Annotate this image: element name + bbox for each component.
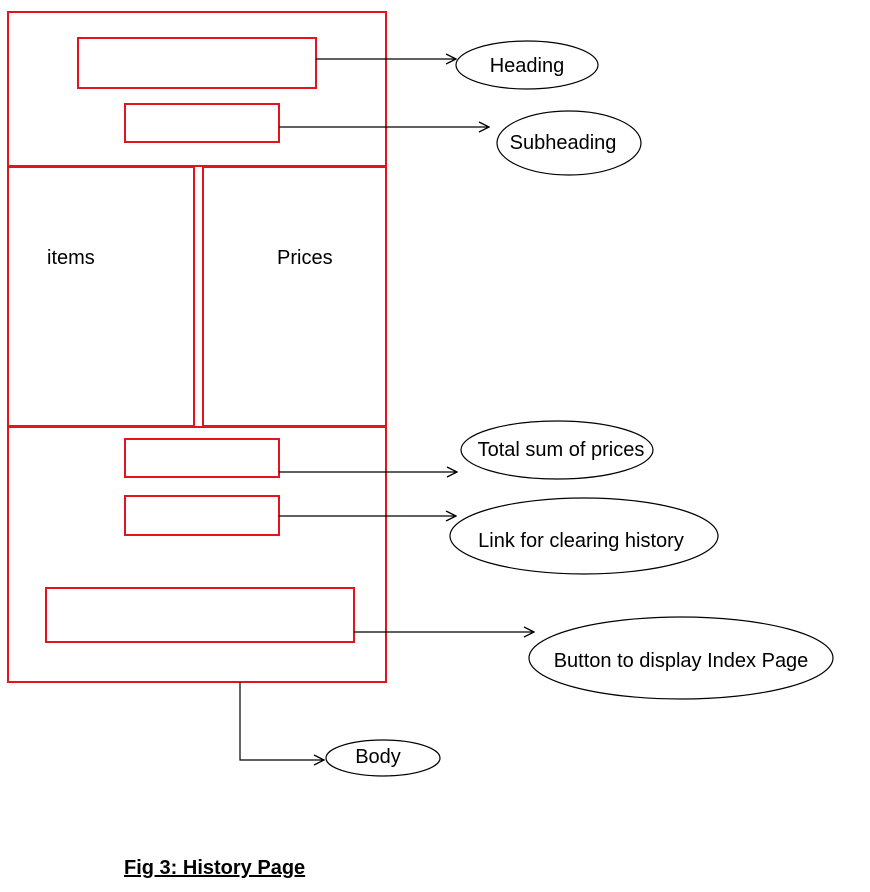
index-button-callout-label: Button to display Index Page bbox=[554, 650, 809, 672]
total-sum-callout-label: Total sum of prices bbox=[478, 439, 645, 461]
body-callout-label: Body bbox=[355, 746, 401, 768]
heading-box bbox=[77, 37, 317, 89]
heading-callout-label: Heading bbox=[490, 55, 565, 77]
index-button-box bbox=[45, 587, 355, 643]
total-sum-box bbox=[124, 438, 280, 478]
subheading-callout-label: Subheading bbox=[510, 132, 617, 154]
subheading-box bbox=[124, 103, 280, 143]
prices-column-box bbox=[202, 166, 387, 427]
index-button-callout bbox=[528, 616, 834, 700]
total-sum-callout bbox=[460, 420, 654, 480]
page-body-box bbox=[7, 11, 387, 683]
body-callout bbox=[325, 739, 441, 777]
items-column-label: items bbox=[47, 247, 95, 269]
figure-caption: Fig 3: History Page bbox=[124, 857, 306, 879]
clear-history-callout-label: Link for clearing history bbox=[478, 530, 684, 552]
table-section-box bbox=[7, 165, 387, 428]
heading-callout bbox=[455, 40, 599, 90]
clear-history-box bbox=[124, 495, 280, 536]
prices-column-label: Prices bbox=[277, 247, 333, 269]
clear-history-callout bbox=[449, 497, 719, 575]
subheading-callout bbox=[496, 110, 642, 176]
body-arrow bbox=[239, 682, 324, 760]
items-column-box bbox=[7, 166, 195, 427]
